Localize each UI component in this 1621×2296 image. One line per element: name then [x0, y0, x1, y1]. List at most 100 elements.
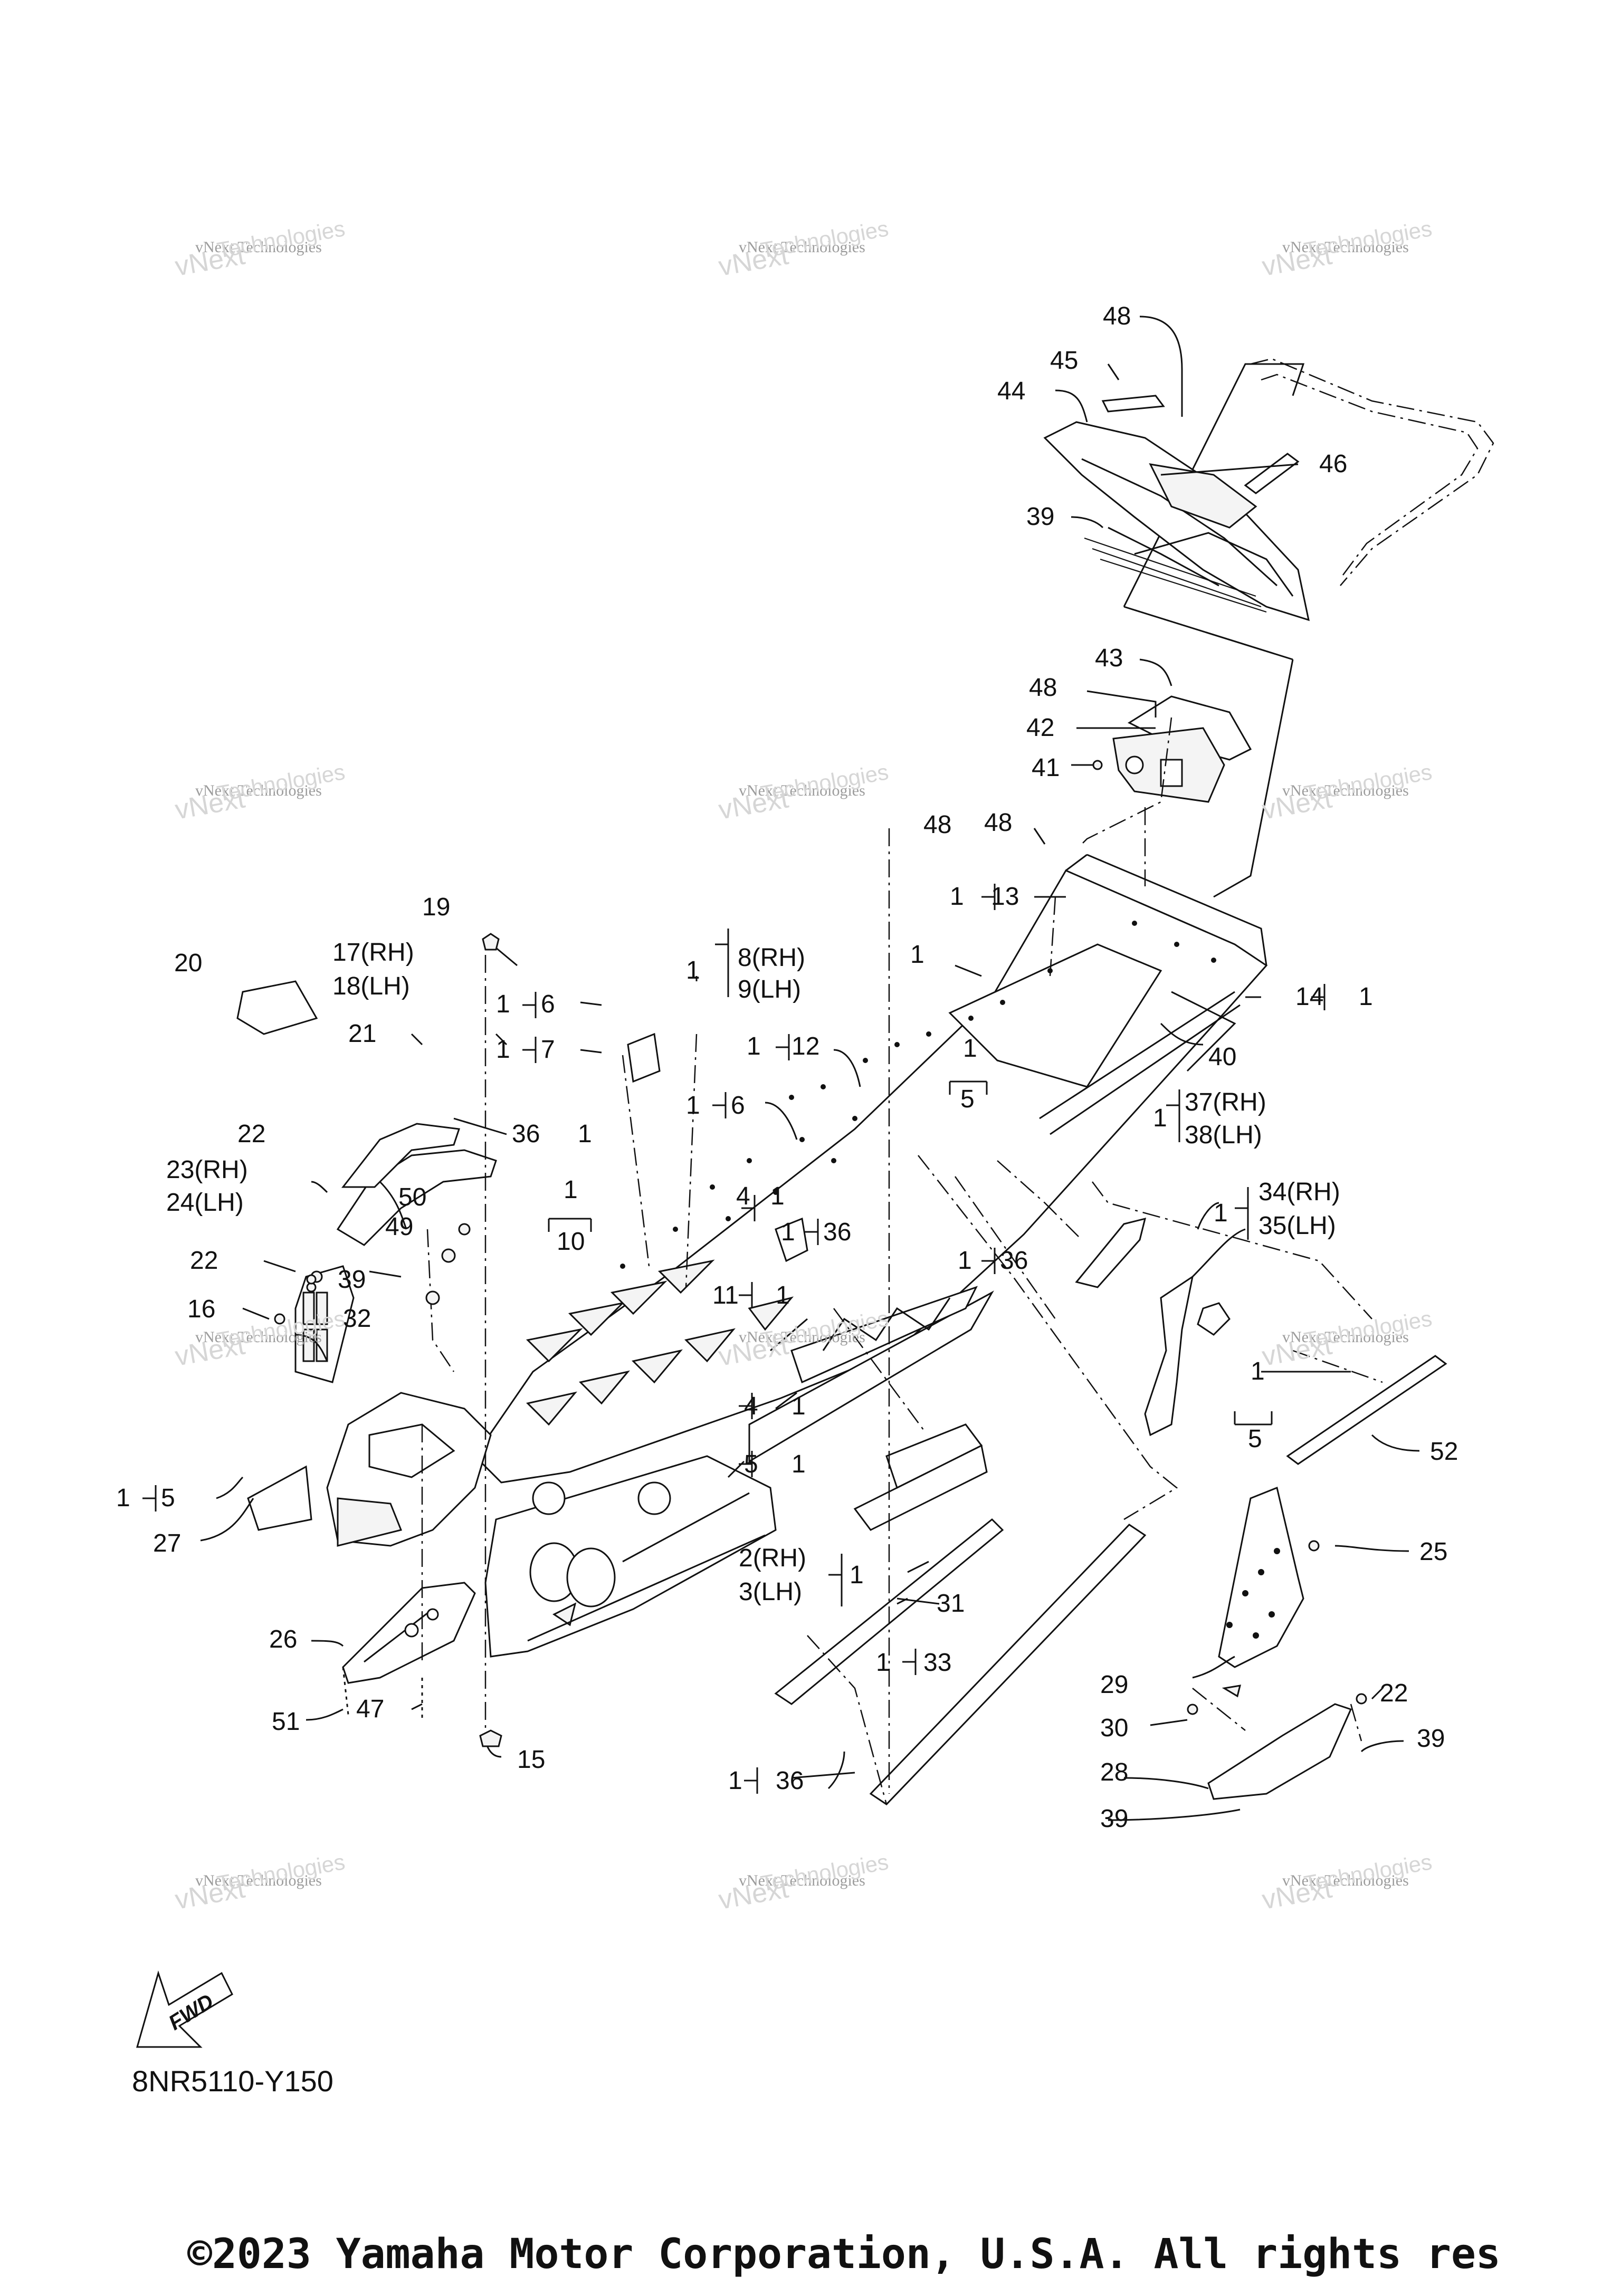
part-label-23-rh[interactable]: 23(RH): [166, 1156, 248, 1184]
watermark: vNext Technologies vNext Technologies: [173, 1306, 347, 1372]
part-label-2-rh[interactable]: 2(RH): [739, 1544, 806, 1572]
bar-52: [1286, 1355, 1447, 1465]
callout-qty: 1: [876, 1649, 890, 1677]
callout-qty: 1: [958, 1247, 972, 1275]
callout-qty: 1: [564, 1176, 578, 1204]
callout-qty: 1: [116, 1484, 130, 1512]
part-label-39[interactable]: 39: [1026, 503, 1055, 531]
part-label-36[interactable]: 36: [1000, 1247, 1028, 1275]
part-label-35-lh[interactable]: 35(LH): [1258, 1212, 1336, 1240]
part-label-28[interactable]: 28: [1100, 1758, 1129, 1786]
part-label-36[interactable]: 36: [512, 1120, 540, 1148]
part-label-27[interactable]: 27: [153, 1529, 182, 1557]
part-label-6[interactable]: 6: [541, 990, 555, 1018]
part-label-25[interactable]: 25: [1419, 1538, 1448, 1566]
part-label-33[interactable]: 33: [923, 1649, 952, 1677]
part-label-18-lh[interactable]: 18(LH): [332, 972, 410, 1000]
callout-qty: 1: [850, 1561, 864, 1589]
part-label-50[interactable]: 50: [398, 1183, 427, 1211]
part-label-4[interactable]: 4: [744, 1392, 758, 1420]
fasteners: [274, 760, 1367, 1747]
callout-qty: 1: [963, 1035, 977, 1063]
part-label-48[interactable]: 48: [1103, 302, 1131, 330]
part-label-1[interactable]: 1: [910, 941, 924, 969]
part-label-39[interactable]: 39: [338, 1266, 366, 1294]
part-label-7[interactable]: 7: [541, 1036, 555, 1064]
part-label-5[interactable]: 5: [744, 1450, 758, 1478]
part-label-13[interactable]: 13: [991, 883, 1019, 911]
part-label-4[interactable]: 4: [736, 1182, 750, 1210]
part-label-22[interactable]: 22: [237, 1120, 266, 1148]
part-label-15[interactable]: 15: [517, 1746, 546, 1774]
bulkhead-27: [247, 1392, 492, 1547]
part-label-37-rh[interactable]: 37(RH): [1185, 1088, 1266, 1116]
part-label-12[interactable]: 12: [792, 1032, 820, 1060]
leader-lines: [342, 717, 1383, 1805]
part-label-31[interactable]: 31: [937, 1590, 965, 1618]
part-label-47[interactable]: 47: [356, 1695, 385, 1723]
rear-bracket-assembly: [1112, 606, 1294, 898]
part-label-17-rh[interactable]: 17(RH): [332, 939, 414, 967]
skid-plate-26: [342, 1582, 476, 1684]
callout-qty: 1: [1251, 1357, 1265, 1385]
bar-34-35: [1144, 1275, 1194, 1437]
callout-qty: 1: [686, 1092, 700, 1120]
part-label-5[interactable]: 5: [161, 1484, 175, 1512]
part-label-44[interactable]: 44: [997, 377, 1026, 405]
part-label-39[interactable]: 39: [1417, 1725, 1445, 1753]
part-label-10[interactable]: 10: [557, 1228, 585, 1256]
part-label-41[interactable]: 41: [1032, 754, 1060, 782]
callout-qty: 1: [578, 1120, 592, 1148]
part-label-26[interactable]: 26: [269, 1625, 298, 1653]
part-label-48[interactable]: 48: [923, 811, 952, 839]
decal-45: [1101, 395, 1165, 413]
part-label-29[interactable]: 29: [1100, 1671, 1129, 1699]
part-label-38-lh[interactable]: 38(LH): [1185, 1121, 1262, 1149]
part-label-32[interactable]: 32: [343, 1305, 371, 1333]
part-label-43[interactable]: 43: [1095, 644, 1123, 672]
part-label-49[interactable]: 49: [385, 1213, 414, 1241]
part-label-14[interactable]: 14: [1295, 983, 1324, 1011]
part-label-48[interactable]: 48: [984, 809, 1013, 837]
part-label-20[interactable]: 20: [174, 949, 203, 977]
part-label-3-lh[interactable]: 3(LH): [739, 1578, 803, 1606]
part-label-11[interactable]: 11: [712, 1281, 739, 1309]
callout-qty: 1: [776, 1281, 790, 1309]
part-label-22[interactable]: 22: [190, 1247, 218, 1275]
part-label-5[interactable]: 5: [1248, 1425, 1262, 1453]
part-label-22[interactable]: 22: [1380, 1679, 1408, 1707]
part-label-48[interactable]: 48: [1029, 674, 1057, 702]
part-label-46[interactable]: 46: [1319, 450, 1348, 478]
callout-qty: 1: [781, 1218, 795, 1246]
callout-brackets: [142, 884, 1326, 1794]
callout-qty: 1: [686, 956, 700, 984]
callout-qty: 1: [496, 990, 510, 1018]
watermark: vNext Technologies vNext Technologies: [173, 216, 347, 282]
part-label-6[interactable]: 6: [731, 1092, 745, 1120]
part-label-21[interactable]: 21: [348, 1020, 377, 1048]
callout-qty: 1: [1359, 983, 1373, 1011]
diagram-code: 8NR5110-Y150: [132, 2064, 333, 2098]
watermark: vNext Technologies vNext Technologies: [1260, 1306, 1434, 1372]
part-label-9-lh[interactable]: 9(LH): [738, 975, 802, 1003]
part-label-51[interactable]: 51: [272, 1708, 300, 1736]
part-label-39[interactable]: 39: [1100, 1805, 1129, 1833]
part-label-36[interactable]: 36: [823, 1218, 852, 1246]
part-label-19[interactable]: 19: [422, 893, 451, 921]
part-label-24-lh[interactable]: 24(LH): [166, 1189, 244, 1217]
part-label-42[interactable]: 42: [1026, 714, 1055, 742]
callout-qty: 1: [950, 883, 964, 911]
callout-qty: 1: [747, 1032, 761, 1060]
part-label-36[interactable]: 36: [776, 1767, 804, 1795]
part-label-45[interactable]: 45: [1050, 347, 1079, 375]
bar-33: [869, 1524, 1147, 1805]
part-label-30[interactable]: 30: [1100, 1714, 1129, 1742]
part-label-5[interactable]: 5: [960, 1085, 975, 1113]
part-label-52[interactable]: 52: [1430, 1438, 1458, 1466]
part-label-16[interactable]: 16: [187, 1295, 216, 1323]
steering-support-17-18: [236, 980, 497, 1383]
part-label-8-rh[interactable]: 8(RH): [738, 944, 805, 972]
part-label-34-rh[interactable]: 34(RH): [1258, 1178, 1340, 1206]
part-label-40[interactable]: 40: [1208, 1043, 1237, 1071]
